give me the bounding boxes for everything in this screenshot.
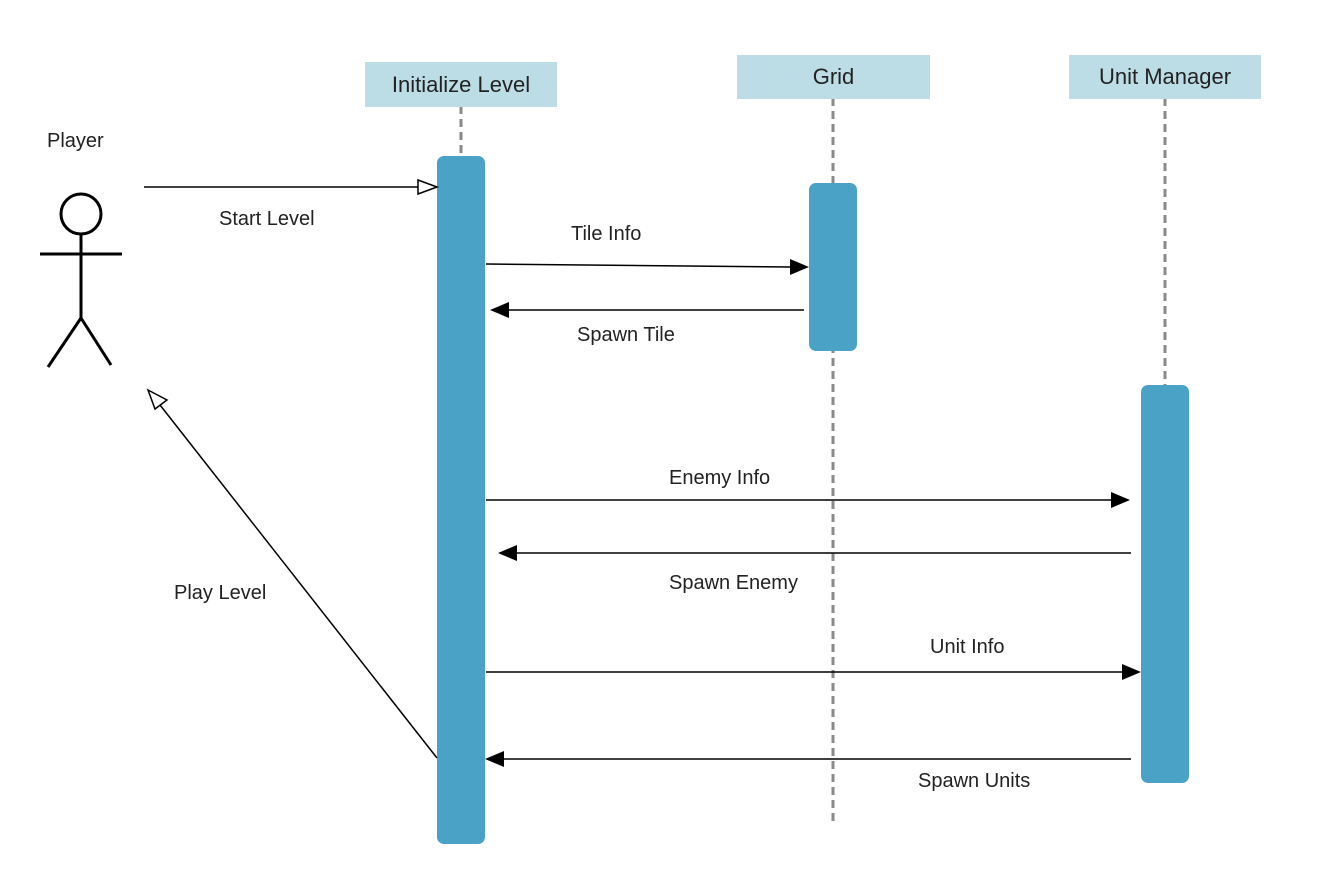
message-label-enemy-info: Enemy Info [669,467,771,489]
message-enemy-info [486,492,1130,508]
message-label-unit-info: Unit Info [930,636,1005,658]
header-grid-label: Grid [812,64,855,89]
stick-figure-icon [40,192,122,368]
message-tile-info [485,259,809,275]
header-initialize-level-label: Initialize Level [391,71,531,97]
message-label-start-level: Start Level [219,208,315,230]
header-unit-manager: Unit Manager [1069,55,1261,99]
activation-unit-manager [1141,385,1189,783]
message-spawn-units [485,751,1131,767]
message-spawn-tile [490,302,804,318]
activation-grid [809,183,857,351]
message-label-spawn-tile: Spawn Tile [577,324,675,346]
message-label-spawn-enemy: Spawn Enemy [669,572,798,594]
message-label-play-level: Play Level [174,582,267,604]
header-unit-manager-label: Unit Manager [1098,64,1232,89]
actor-name: Player [47,130,104,152]
message-start-level [144,178,440,196]
activation-initialize-level [437,156,485,844]
message-label-spawn-units: Spawn Units [918,770,1031,792]
message-spawn-enemy [498,545,1131,561]
header-initialize-level: Initialize Level [365,62,557,107]
message-unit-info [486,664,1141,680]
message-play-level [146,388,438,759]
header-grid: Grid [737,55,930,99]
message-label-tile-info: Tile Info [571,223,642,245]
